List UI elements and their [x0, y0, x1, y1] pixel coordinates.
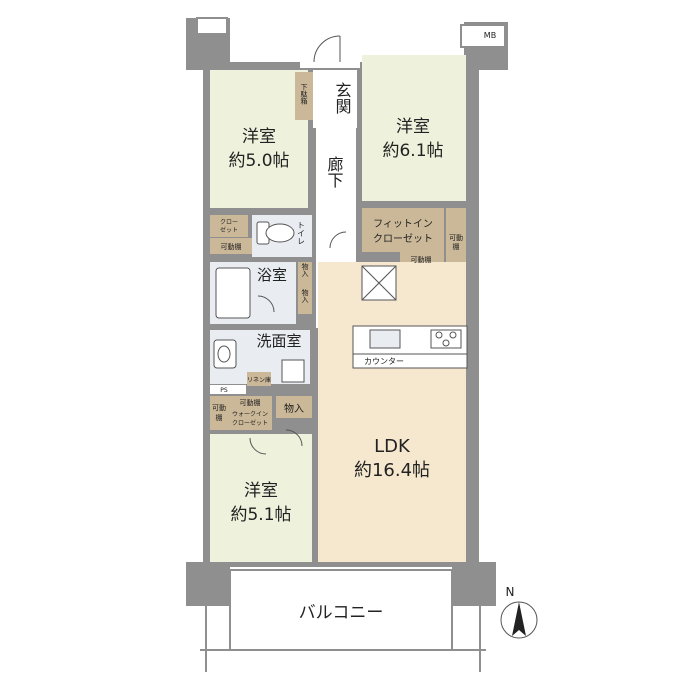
- closet-nw-line1: クロー: [220, 219, 238, 226]
- bathtub-icon: [215, 267, 251, 319]
- ldk-name: LDK: [374, 436, 411, 457]
- column-se: [452, 562, 496, 606]
- closet-nw-line2: ゼット: [220, 226, 238, 234]
- washing-machine-icon: [281, 359, 305, 383]
- mb-label: MB: [484, 31, 496, 40]
- wic-floor: [228, 396, 272, 430]
- fitin-shelf-line2: 棚: [453, 242, 460, 251]
- mono-upper-floor: [298, 262, 312, 314]
- bath-door-icon: [257, 295, 275, 313]
- washroom-label: 洗面室: [256, 332, 301, 350]
- balcony-floor: [229, 569, 453, 651]
- entrance-door-icon: [313, 35, 341, 63]
- bedroom-ne-size: 約6.1帖: [382, 141, 443, 161]
- linen-floor: [247, 372, 271, 386]
- wic-shelf-line1: 可動: [212, 403, 226, 412]
- fitin-line2: クローゼット: [373, 233, 433, 245]
- shoe-box-floor: [295, 72, 313, 120]
- linen-label: リネン庫: [247, 376, 271, 384]
- toilet-bowl-icon: [265, 223, 295, 243]
- fitin-bottom-shelf: 可動棚: [411, 255, 432, 264]
- bedroom-sw-name: 洋室: [244, 481, 278, 501]
- wic-top-shelf: 可動棚: [240, 398, 261, 407]
- counter-ledge: [352, 353, 468, 369]
- roof-box-nw: [196, 17, 228, 35]
- mono-lower-label: 物入: [301, 288, 309, 303]
- mono-upper-label: 物入: [301, 262, 309, 277]
- bedroom-nw-size: 約5.0帖: [228, 151, 289, 171]
- shoe-box-label: 下駄箱: [300, 84, 308, 106]
- bathroom-label: 浴室: [257, 266, 287, 284]
- bedroom-nw-floor: [210, 70, 308, 208]
- bedroom-ne-floor: [362, 55, 466, 201]
- closet-nw-floor: [210, 215, 248, 237]
- bedroom-ne-name: 洋室: [396, 117, 430, 137]
- mb-box: [460, 24, 506, 48]
- fitin-closet-floor: [362, 208, 444, 252]
- shelf-nw-floor: [210, 238, 252, 254]
- north-arrow-icon: [512, 602, 526, 636]
- north-label: N: [506, 585, 515, 599]
- bedroom-sw-door-icon: [285, 429, 303, 447]
- wic-shelf-line2: 棚: [216, 413, 223, 422]
- fitin-shelf-side: [446, 208, 466, 266]
- sink-icon: [369, 329, 401, 349]
- column-sw: [186, 562, 230, 606]
- mono-ldk-floor: [276, 396, 312, 418]
- wic-line2: クローゼット: [232, 419, 268, 427]
- ldk-floor: [318, 262, 466, 562]
- entrance-porch: [300, 18, 360, 68]
- wic-door-icon: [249, 437, 267, 455]
- mono-ldk-label: 物入: [284, 402, 304, 415]
- bedroom-sw-size: 約5.1帖: [230, 505, 291, 525]
- fitin-shelf-line1: 可動: [449, 233, 463, 242]
- hallway-label: 廊下: [325, 156, 344, 188]
- ps-label: PS: [220, 387, 228, 394]
- bedroom-nw-name: 洋室: [242, 127, 276, 147]
- ps-floor: [210, 385, 246, 394]
- entrance-label: 玄関: [333, 82, 352, 115]
- bedroom-sw-floor: [210, 434, 312, 562]
- fitin-line1: フィットイン: [373, 219, 433, 230]
- counter-label: カウンター: [364, 357, 404, 366]
- balcony-label: バルコニー: [299, 603, 384, 623]
- toilet-label: トイレ: [297, 221, 306, 245]
- wic-line1: ウォークイン: [232, 410, 268, 418]
- ldk-size: 約16.4帖: [354, 460, 430, 481]
- entrance-floor: [313, 70, 357, 128]
- stove-icon: [430, 329, 462, 349]
- shelf-nw-label: 可動棚: [221, 242, 242, 251]
- wic-shelf-side: [210, 396, 228, 430]
- hall-door-icon: [329, 231, 347, 249]
